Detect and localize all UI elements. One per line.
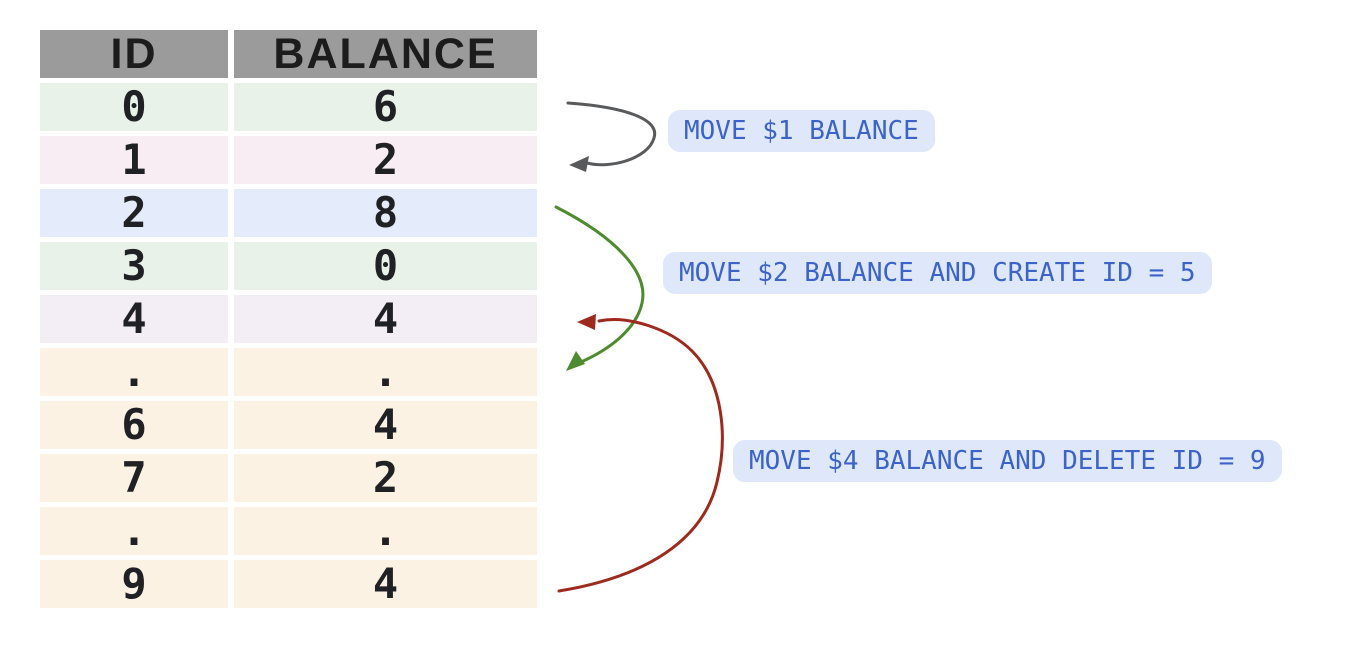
table-row: . . [40, 507, 537, 555]
move-4-arrow [557, 318, 724, 593]
move-2-arrowhead [566, 351, 585, 371]
table-row: 7 2 [40, 454, 537, 502]
balance-cell: 4 [234, 401, 537, 449]
balance-cell: . [234, 348, 537, 396]
move-1-arrow [566, 101, 657, 167]
id-cell: 0 [40, 83, 228, 131]
annotation-move-4-balance-delete: MOVE $4 BALANCE AND DELETE ID = 9 [733, 440, 1282, 482]
move-4-arrowhead [577, 314, 596, 330]
annotation-move-1-balance: MOVE $1 BALANCE [668, 110, 935, 152]
balance-cell: . [234, 507, 537, 555]
balance-cell: 2 [234, 136, 537, 184]
table-row: . . [40, 348, 537, 396]
id-cell: . [40, 507, 228, 555]
balance-cell: 4 [234, 560, 537, 608]
table-row: 2 8 [40, 189, 537, 237]
table-row: 9 4 [40, 560, 537, 608]
table-row: 3 0 [40, 242, 537, 290]
move-1-arrowhead [569, 156, 589, 172]
id-cell: . [40, 348, 228, 396]
column-header-balance: BALANCE [234, 30, 537, 78]
balance-cell: 6 [234, 83, 537, 131]
balance-cell: 4 [234, 295, 537, 343]
balance-cell: 2 [234, 454, 537, 502]
balance-cell: 8 [234, 189, 537, 237]
table-row: 0 6 [40, 83, 537, 131]
column-header-id: ID [40, 30, 228, 78]
move-2-arrow [554, 205, 645, 364]
table-row: 1 2 [40, 136, 537, 184]
table-header-row: ID BALANCE [40, 30, 537, 78]
table-row: 4 4 [40, 295, 537, 343]
balance-cell: 0 [234, 242, 537, 290]
id-cell: 3 [40, 242, 228, 290]
table-row: 6 4 [40, 401, 537, 449]
id-cell: 6 [40, 401, 228, 449]
id-cell: 9 [40, 560, 228, 608]
annotation-move-2-balance-create: MOVE $2 BALANCE AND CREATE ID = 5 [663, 252, 1212, 294]
id-cell: 7 [40, 454, 228, 502]
id-cell: 4 [40, 295, 228, 343]
balance-table: ID BALANCE 0 6 1 2 2 8 3 0 4 4 [34, 25, 543, 613]
id-cell: 1 [40, 136, 228, 184]
id-cell: 2 [40, 189, 228, 237]
